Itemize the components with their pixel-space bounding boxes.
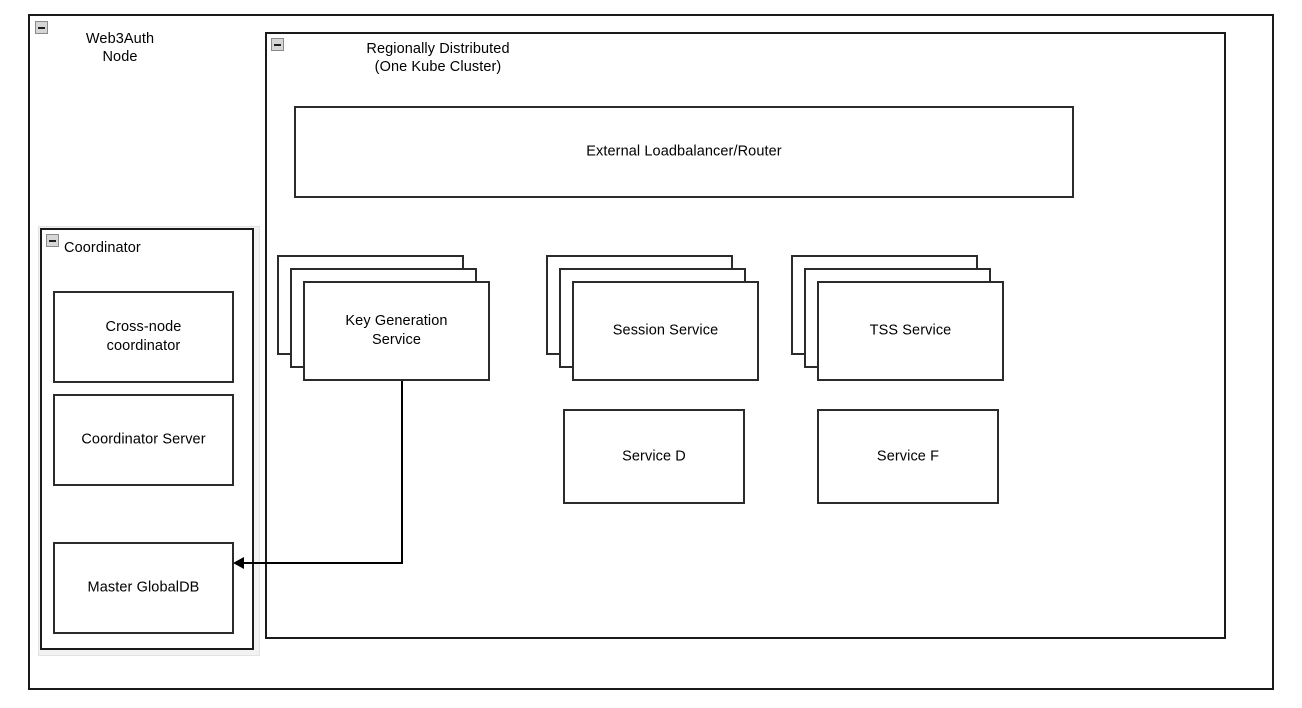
box-service-d[interactable]: Service D	[563, 409, 745, 504]
collapse-minus-icon-coordinator[interactable]	[46, 234, 59, 247]
box-label-master-globaldb: Master GlobalDB	[87, 579, 200, 596]
box-coordinator-server[interactable]: Coordinator Server	[53, 394, 234, 486]
collapse-minus-icon-web3auth-node[interactable]	[35, 21, 48, 34]
box-label-service-d: Service D	[622, 448, 686, 464]
stack-tss-service[interactable]: TSS Service	[791, 255, 1004, 381]
collapse-minus-icon-regionally-distributed[interactable]	[271, 38, 284, 51]
stack-key-generation-service[interactable]: Key Generation Service	[277, 255, 490, 381]
group-label-web3auth-node: Web3Auth Node	[85, 31, 155, 65]
stack-session-service[interactable]: Session Service	[546, 255, 759, 381]
box-service-f[interactable]: Service F	[817, 409, 999, 504]
stack-layer-front[interactable]: Key Generation Service	[303, 281, 490, 381]
box-label-external-loadbalancer: External Loadbalancer/Router	[586, 143, 782, 160]
box-label-session-service: Session Service	[612, 322, 719, 339]
connector-keygen-to-globaldb-vertical	[401, 381, 403, 564]
stack-layer-front[interactable]: TSS Service	[817, 281, 1004, 381]
group-label-coordinator: Coordinator	[64, 240, 141, 256]
box-label-cross-node-coordinator: Cross-node coordinator	[105, 319, 182, 354]
connector-arrowhead-globaldb	[233, 557, 244, 569]
group-label-regionally-distributed: Regionally Distributed (One Kube Cluster…	[366, 41, 510, 75]
connector-keygen-to-globaldb-horizontal	[243, 562, 403, 564]
box-label-key-generation-service: Key Generation Service	[345, 313, 448, 348]
box-label-service-f: Service F	[876, 448, 940, 464]
box-cross-node-coordinator[interactable]: Cross-node coordinator	[53, 291, 234, 383]
box-label-coordinator-server: Coordinator Server	[81, 431, 206, 448]
box-external-loadbalancer[interactable]: External Loadbalancer/Router	[294, 106, 1074, 198]
box-master-globaldb[interactable]: Master GlobalDB	[53, 542, 234, 634]
stack-layer-front[interactable]: Session Service	[572, 281, 759, 381]
box-label-tss-service: TSS Service	[869, 322, 952, 339]
